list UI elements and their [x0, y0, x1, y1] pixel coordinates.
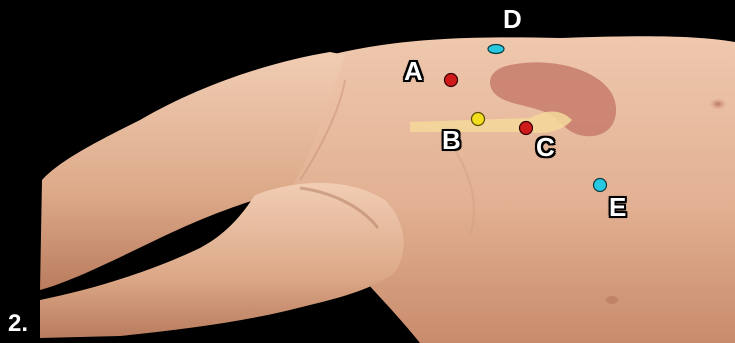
marker-b[interactable]	[472, 113, 485, 126]
marker-label-e: E	[609, 194, 626, 220]
skin-mark	[606, 296, 618, 304]
figure-number: 2.	[8, 312, 28, 336]
marker-e[interactable]	[594, 179, 607, 192]
marker-label-a: A	[404, 58, 423, 84]
marker-d[interactable]	[488, 45, 504, 54]
marker-label-b: B	[442, 127, 461, 153]
marker-label-c: C	[536, 134, 555, 160]
marker-label-d: D	[503, 6, 522, 32]
marker-c[interactable]	[520, 122, 533, 135]
marker-a[interactable]	[445, 74, 458, 87]
nipple	[709, 98, 727, 110]
